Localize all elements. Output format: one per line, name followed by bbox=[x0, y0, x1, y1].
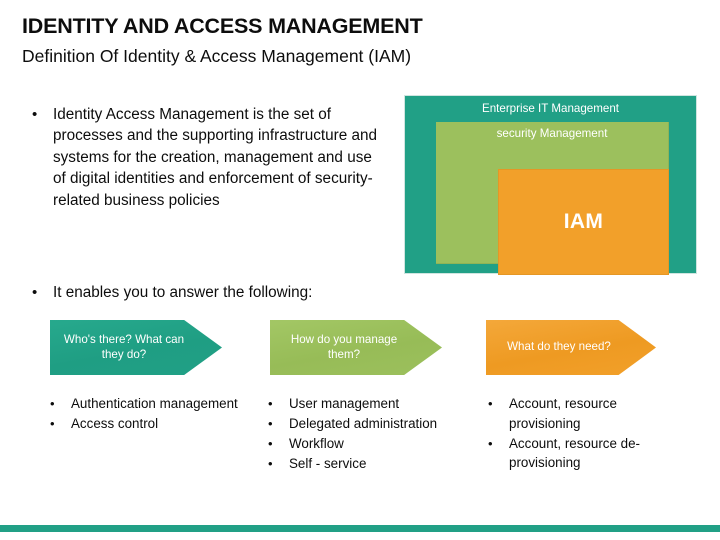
bullet-marker-icon: • bbox=[32, 106, 38, 123]
chevron-arrow-3-label: What do they need? bbox=[507, 340, 611, 354]
page-title: IDENTITY AND ACCESS MANAGEMENT bbox=[22, 14, 423, 38]
list-item-label: User management bbox=[289, 396, 400, 411]
list-item-label: Access control bbox=[71, 416, 159, 431]
chevron-arrow-1: Who's there? What can they do? bbox=[50, 320, 222, 375]
chevron-arrow-2-label: How do you manage them? bbox=[290, 333, 398, 361]
list-item-label: Delegated administration bbox=[289, 416, 438, 431]
list-item: • Access control bbox=[50, 414, 240, 434]
nested-layers-diagram: Enterprise IT Management security Manage… bbox=[404, 95, 697, 275]
bullet-marker-icon: • bbox=[488, 396, 493, 411]
layer-enterprise-it-management: Enterprise IT Management security Manage… bbox=[405, 96, 696, 275]
layer-enterprise-it-management-label: Enterprise IT Management bbox=[481, 102, 620, 115]
bullet-marker-icon: • bbox=[488, 435, 493, 451]
list-item: • Authentication management bbox=[50, 394, 240, 414]
bullet-marker-icon: • bbox=[268, 416, 273, 431]
footer-accent-bar bbox=[0, 525, 720, 532]
bullet-column-1: • Authentication management • Access con… bbox=[50, 394, 240, 434]
bullet-marker-icon: • bbox=[268, 456, 273, 471]
bullet-marker-icon: • bbox=[268, 436, 273, 451]
layer-security-management-label: security Management bbox=[496, 127, 608, 140]
list-item-label: Self - service bbox=[289, 456, 367, 471]
intro-bullet-text: Identity Access Management is the set of… bbox=[53, 106, 377, 209]
list-item: • Account, resource de-provisioning bbox=[488, 434, 688, 474]
list-item-label: Account, resource provisioning bbox=[509, 396, 617, 431]
layer-iam: IAM bbox=[498, 169, 669, 275]
page-subtitle: Definition Of Identity & Access Manageme… bbox=[22, 46, 412, 66]
list-item: • Workflow bbox=[268, 434, 468, 454]
enables-bullet-text: It enables you to answer the following: bbox=[53, 284, 313, 301]
bullet-column-2: • User management • Delegated administra… bbox=[268, 394, 468, 474]
bullet-marker-icon: • bbox=[32, 284, 38, 301]
layer-iam-label: IAM bbox=[563, 210, 604, 233]
bullet-marker-icon: • bbox=[268, 396, 273, 411]
bullet-marker-icon: • bbox=[50, 416, 55, 431]
intro-bullet: • Identity Access Management is the set … bbox=[32, 104, 384, 211]
bullet-column-3: • Account, resource provisioning • Accou… bbox=[488, 394, 688, 473]
list-item-label: Workflow bbox=[289, 436, 344, 451]
bullet-marker-icon: • bbox=[50, 396, 55, 411]
enables-bullet: • It enables you to answer the following… bbox=[32, 282, 432, 304]
list-item: • Self - service bbox=[268, 454, 468, 474]
list-item: • Delegated administration bbox=[268, 414, 468, 434]
list-item: • User management bbox=[268, 394, 468, 414]
layer-security-management: security Management IAM bbox=[436, 122, 669, 275]
chevron-arrow-1-label: Who's there? What can they do? bbox=[63, 333, 185, 361]
chevron-arrow-3: What do they need? bbox=[486, 320, 656, 375]
list-item-label: Account, resource de-provisioning bbox=[509, 435, 640, 471]
chevron-arrow-2: How do you manage them? bbox=[270, 320, 442, 375]
list-item: • Account, resource provisioning bbox=[488, 394, 688, 434]
list-item-label: Authentication management bbox=[71, 396, 238, 411]
